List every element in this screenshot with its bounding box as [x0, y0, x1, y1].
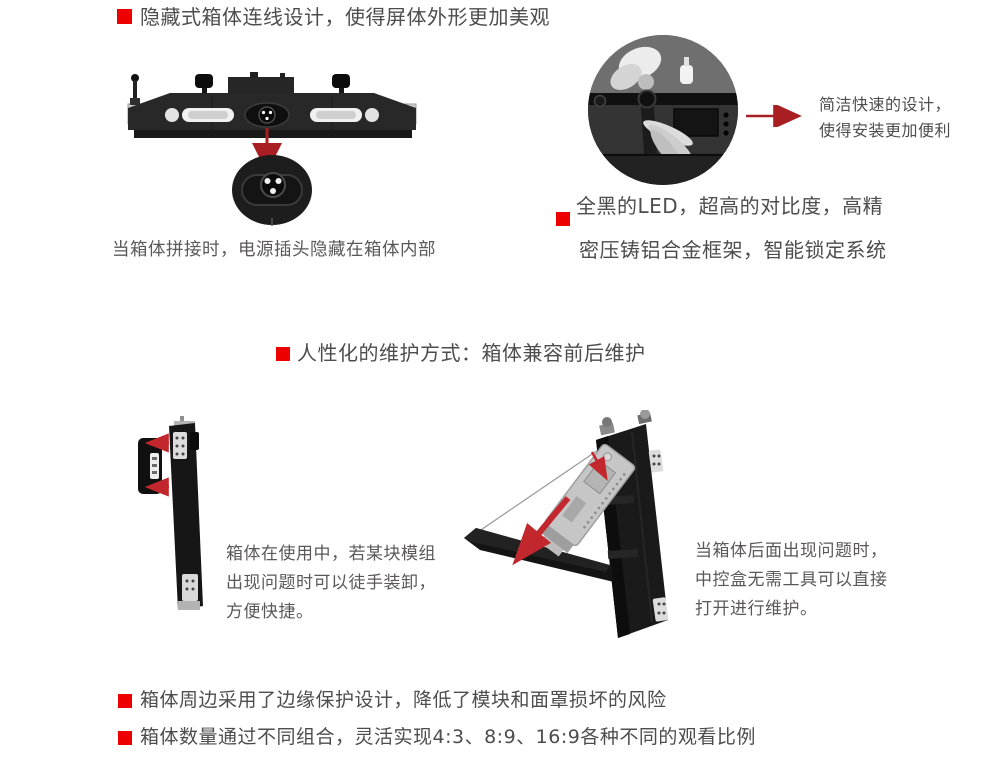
front-service-side-view-figure [138, 416, 203, 610]
footer-bullet-edge-protection: 箱体周边采用了边缘保护设计，降低了模块和面罩损坏的风险 [140, 689, 667, 711]
caption-line: 箱体在使用中，若某块模组 [226, 544, 436, 564]
footer-bullet-aspect-ratio: 箱体数量通过不同组合，灵活实现4:3、8:9、16:9各种不同的观看比例 [140, 726, 756, 748]
red-square-bullet [118, 731, 132, 745]
led-feature-line: 全黑的LED，超高的对比度，高精 [576, 194, 884, 218]
cabinet-back-panel [596, 410, 669, 638]
cabinet-top-view-figure [127, 72, 417, 226]
cabinet-side-profile [169, 416, 203, 610]
power-connector-zoom [232, 155, 312, 226]
red-square-bullet [118, 694, 132, 708]
rear-service-caption: 当箱体后面出现问题时， 中控盒无需工具可以直接 打开进行维护。 [695, 537, 888, 624]
arrow-right-icon [746, 105, 802, 127]
arrow-down-right-icon [588, 451, 608, 481]
led-feature-line: 密压铸铝合金框架，智能锁定系统 [579, 238, 887, 262]
led-module [138, 438, 162, 494]
caption-line: 打开进行维护。 [695, 599, 818, 619]
arrow-down-left-icon [512, 496, 571, 566]
caption-line: 当箱体后面出现问题时， [695, 541, 888, 561]
red-square-bullet [117, 9, 132, 24]
rear-service-open-view-figure [464, 410, 669, 638]
install-callout: 简洁快速的设计， 使得安装更加便利 [819, 92, 951, 144]
caption-line: 中控盒无需工具可以直接 [695, 570, 888, 590]
red-square-bullet [556, 212, 570, 226]
callout-line: 简洁快速的设计， [819, 95, 952, 114]
feature-title-hidden-wiring: 隐藏式箱体连线设计，使得屏体外形更加美观 [140, 5, 550, 29]
lock-mechanism-photo [588, 35, 738, 185]
caption-line: 方便快捷。 [226, 602, 314, 622]
cabinet-figure-caption: 当箱体拼接时，电源插头隐藏在箱体内部 [112, 240, 436, 260]
bottle-shape [680, 65, 693, 84]
callout-line: 使得安装更加便利 [819, 121, 952, 140]
support-wire [471, 445, 605, 537]
front-service-caption: 箱体在使用中，若某块模组 出现问题时可以徒手装卸， 方便快捷。 [226, 540, 436, 627]
led-feature-text: 全黑的LED，超高的对比度，高精 密压铸铝合金框架，智能锁定系统 [576, 184, 887, 272]
caption-line: 出现问题时可以徒手装卸， [226, 573, 436, 593]
red-square-bullet [276, 347, 290, 361]
feature-title-maintenance: 人性化的维护方式：箱体兼容前后维护 [297, 341, 646, 365]
